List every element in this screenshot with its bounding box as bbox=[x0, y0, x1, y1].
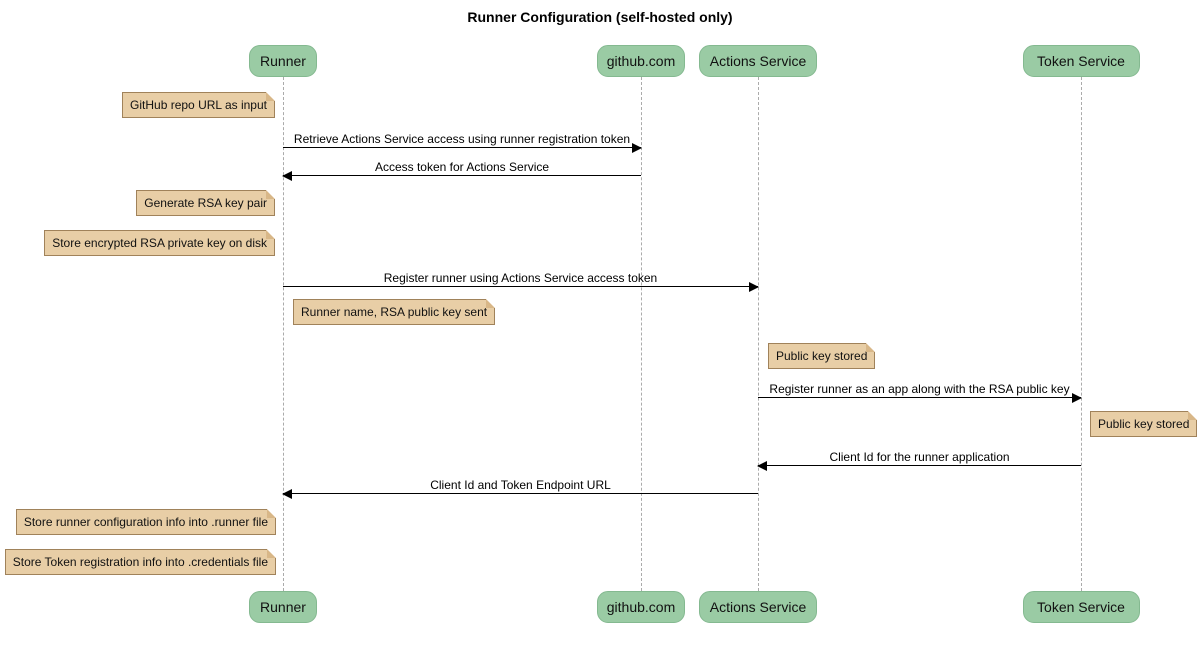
participant-actions-service-top: Actions Service bbox=[699, 45, 817, 77]
arrowhead-right-icon bbox=[749, 282, 759, 292]
note-1: GitHub repo URL as input bbox=[122, 92, 275, 118]
arrowhead-right-icon bbox=[1072, 393, 1082, 403]
message-arrow-4: Register runner as an app along with the… bbox=[758, 380, 1082, 403]
message-line bbox=[283, 493, 758, 494]
message-arrow-5: Client Id for the runner application bbox=[757, 448, 1081, 471]
participant-token-service-top: Token Service bbox=[1022, 45, 1140, 77]
participant-actions-service-bottom: Actions Service bbox=[699, 591, 817, 623]
message-label: Access token for Actions Service bbox=[374, 160, 550, 174]
message-line bbox=[758, 465, 1081, 466]
arrowhead-left-icon bbox=[282, 171, 292, 181]
participant-runner-bottom: Runner bbox=[249, 591, 317, 623]
note-5: Public key stored bbox=[768, 343, 876, 369]
message-label: Retrieve Actions Service access using ru… bbox=[293, 132, 631, 146]
message-label: Client Id for the runner application bbox=[829, 450, 1010, 464]
participant-github-com-bottom: github.com bbox=[597, 591, 685, 623]
message-arrow-3: Register runner using Actions Service ac… bbox=[283, 269, 759, 292]
diagram-title: Runner Configuration (self-hosted only) bbox=[467, 9, 733, 25]
lifeline-token-service bbox=[1081, 77, 1082, 591]
message-arrow-1: Retrieve Actions Service access using ru… bbox=[283, 130, 642, 153]
message-line bbox=[283, 147, 641, 148]
message-line bbox=[758, 397, 1081, 398]
message-arrow-6: Client Id and Token Endpoint URL bbox=[282, 476, 758, 499]
lifeline-runner bbox=[283, 77, 284, 591]
arrowhead-left-icon bbox=[282, 489, 292, 499]
note-4: Runner name, RSA public key sent bbox=[293, 299, 496, 325]
message-line bbox=[283, 286, 758, 287]
participant-github-com-top: github.com bbox=[597, 45, 685, 77]
participant-runner-top: Runner bbox=[249, 45, 317, 77]
note-3: Store encrypted RSA private key on disk bbox=[44, 230, 275, 256]
lifeline-actions-service bbox=[758, 77, 759, 591]
note-6: Public key stored bbox=[1090, 411, 1198, 437]
message-label: Register runner using Actions Service ac… bbox=[383, 271, 658, 285]
lifeline-github-com bbox=[641, 77, 642, 591]
message-label: Register runner as an app along with the… bbox=[769, 382, 1070, 396]
arrowhead-right-icon bbox=[632, 143, 642, 153]
participant-token-service-bottom: Token Service bbox=[1022, 591, 1140, 623]
message-line bbox=[283, 175, 641, 176]
arrowhead-left-icon bbox=[757, 461, 767, 471]
message-label: Client Id and Token Endpoint URL bbox=[430, 478, 611, 492]
note-2: Generate RSA key pair bbox=[136, 190, 275, 216]
note-7: Store runner configuration info into .ru… bbox=[15, 509, 277, 535]
note-8: Store Token registration info into .cred… bbox=[4, 549, 277, 575]
message-arrow-2: Access token for Actions Service bbox=[282, 158, 641, 181]
